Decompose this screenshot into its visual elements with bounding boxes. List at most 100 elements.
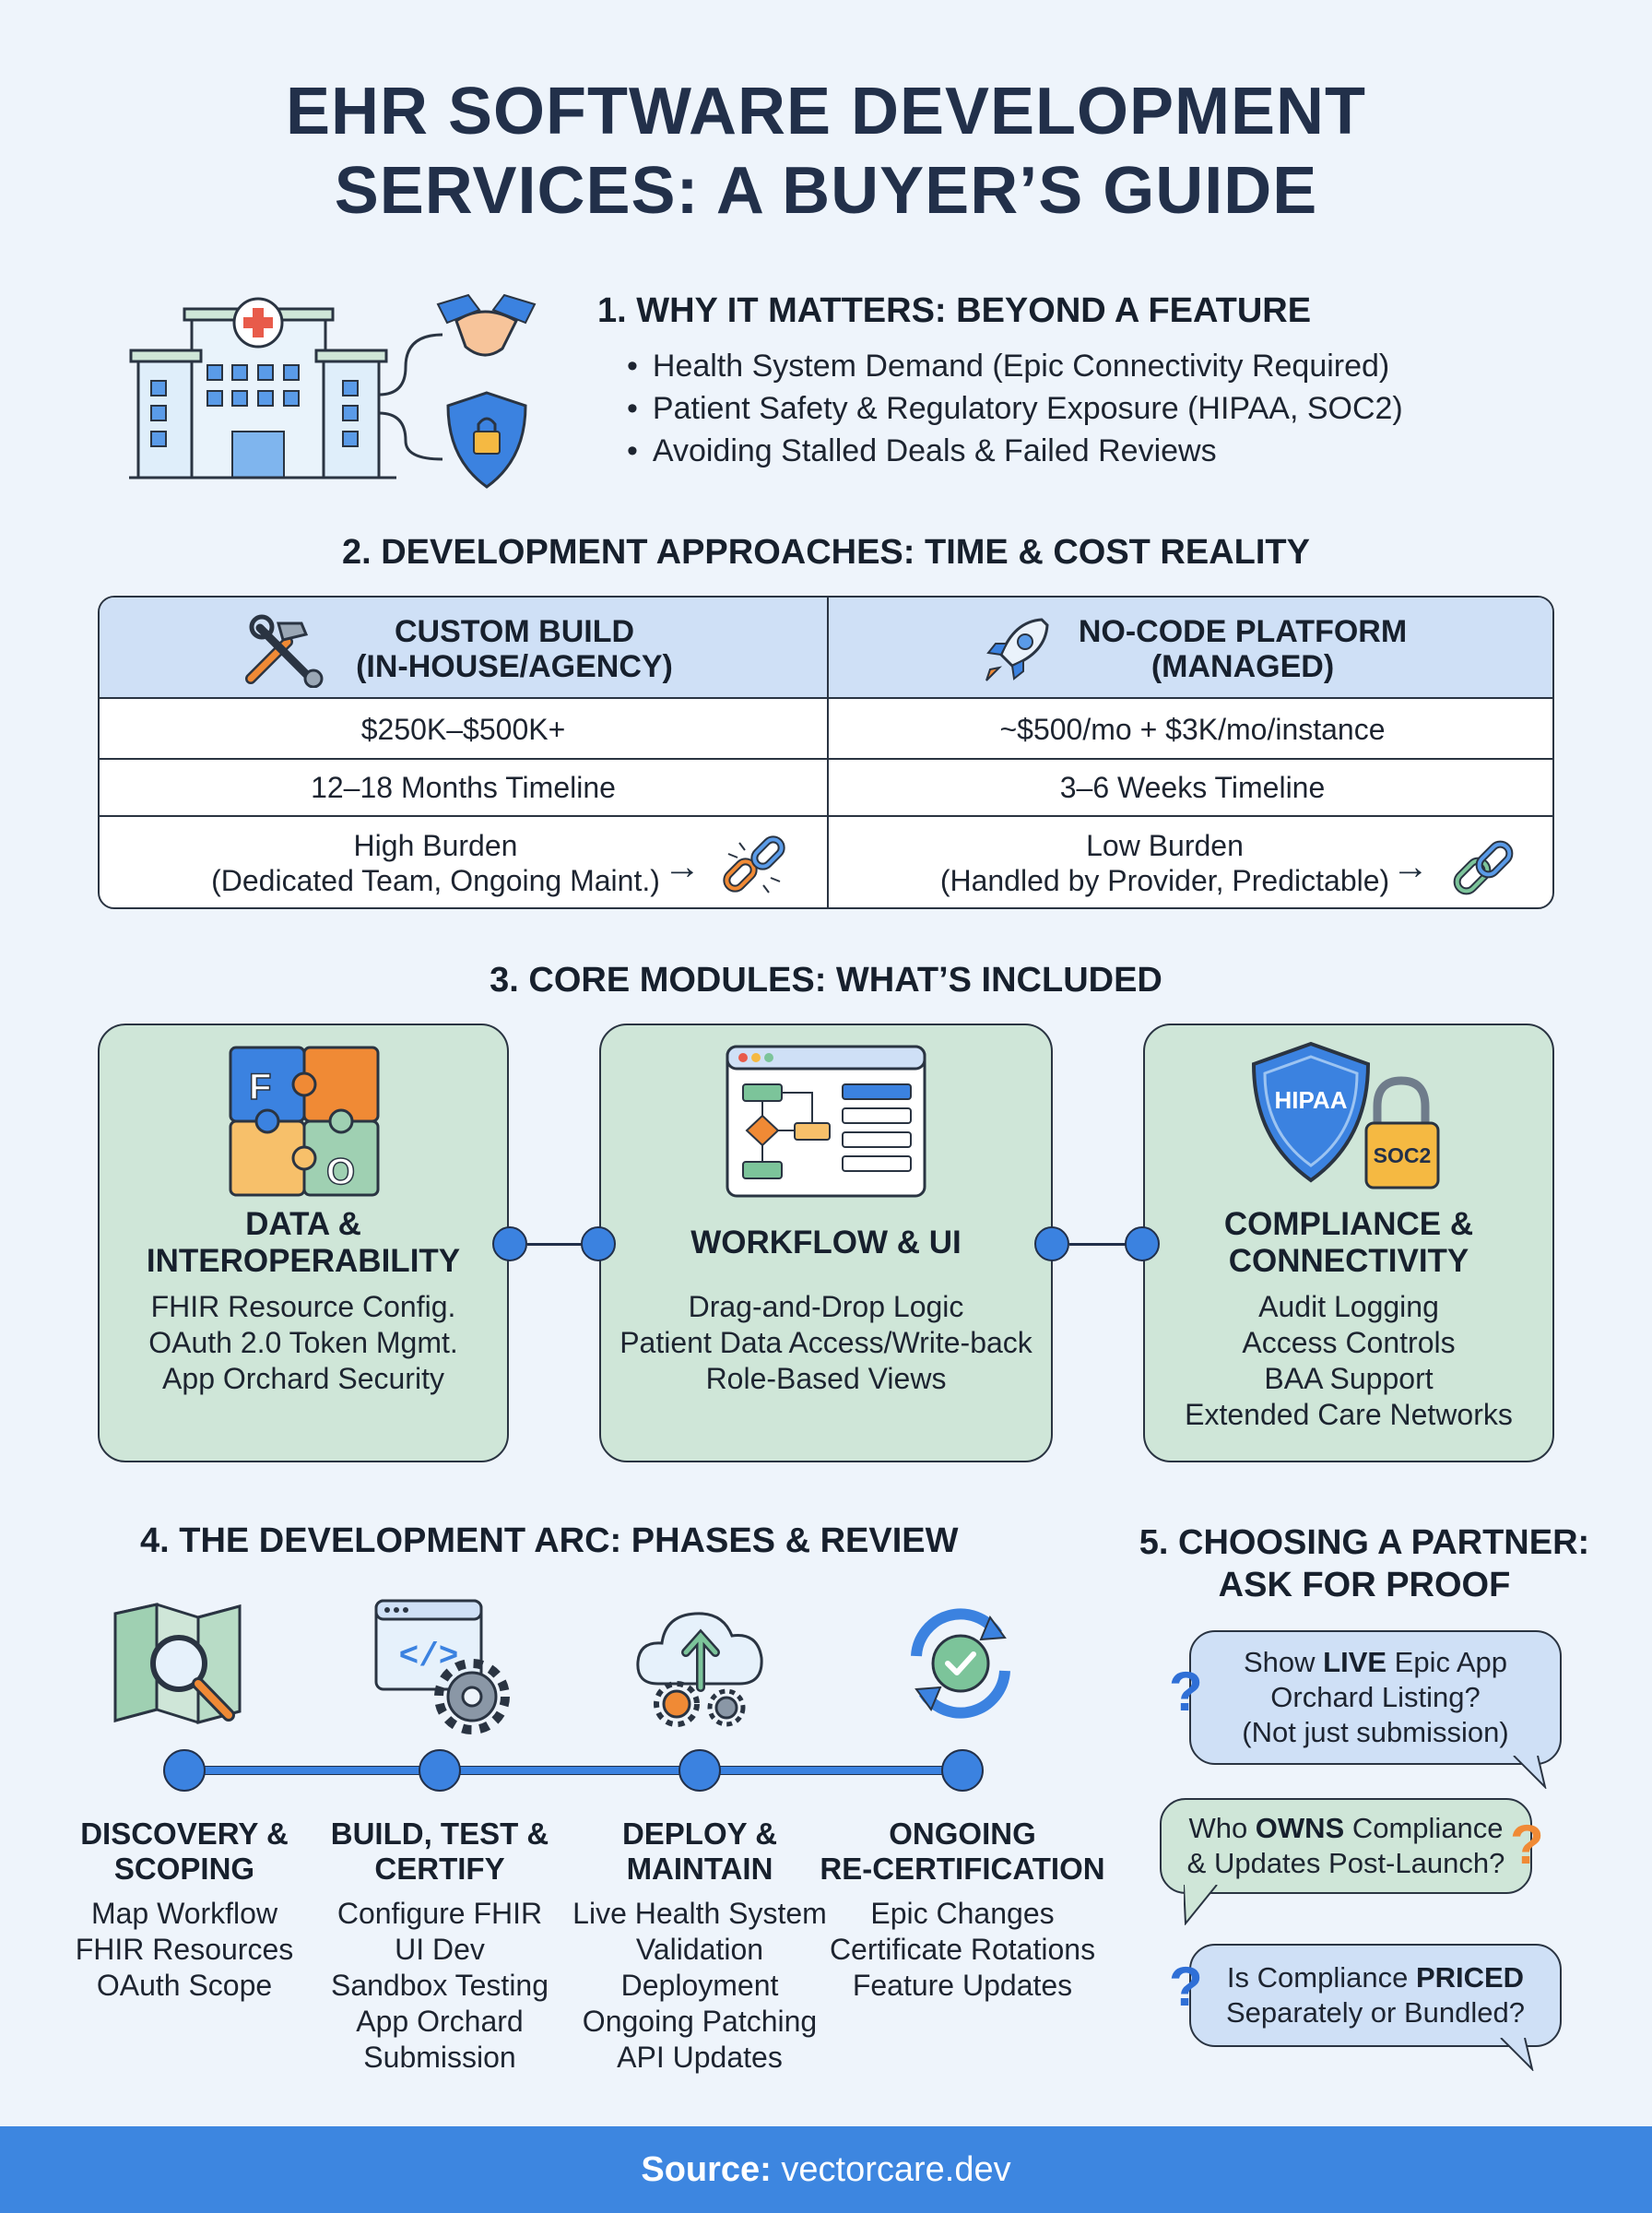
burden-line: (Handled by Provider, Predictable): [939, 864, 1390, 897]
list-item: Audit Logging: [1258, 1290, 1439, 1323]
list-item: OAuth 2.0 Token Mgmt.: [148, 1326, 458, 1359]
heading-line: ASK FOR PROOF: [1218, 1566, 1511, 1604]
chain-icon: [1453, 840, 1514, 895]
phase-title: DEPLOY & MAINTAIN: [566, 1817, 833, 1887]
module-title: COMPLIANCE & CONNECTIVITY: [1143, 1206, 1554, 1280]
list-item: Role-Based Views: [705, 1362, 947, 1395]
list-item: Drag-and-Drop Logic: [688, 1290, 964, 1323]
soc2-lock-icon: SOC2: [1364, 1076, 1440, 1189]
hipaa-label: HIPAA: [1275, 1086, 1348, 1114]
phase-title: BUILD, TEST & CERTIFY: [311, 1817, 569, 1887]
section1-list: Health System Demand (Epic Connectivity …: [627, 345, 1438, 472]
list-item: App Orchard: [356, 2005, 524, 2038]
phase-title: DISCOVERY & SCOPING: [55, 1817, 313, 1887]
title-line: COMPLIANCE &: [1223, 1206, 1474, 1242]
timeline-dot: [941, 1749, 984, 1792]
divider: [100, 815, 1552, 817]
timeline-dot: [678, 1749, 721, 1792]
section5-heading: 5. CHOOSING A PARTNER: ASK FOR PROOF: [1097, 1521, 1632, 1606]
phase-items: Configure FHIR UI Dev Sandbox Testing Ap…: [311, 1896, 569, 2076]
list-item: Feature Updates: [852, 1969, 1073, 2002]
broken-chain-icon: [723, 835, 785, 893]
list-item: BAA Support: [1264, 1362, 1434, 1395]
list-item: Certificate Rotations: [829, 1933, 1096, 1966]
title-line: DATA &: [245, 1206, 361, 1242]
question-mark-icon: ?: [1169, 1956, 1203, 2018]
module-title: DATA & INTEROPERABILITY: [98, 1206, 509, 1280]
burden-line: (Dedicated Team, Ongoing Maint.): [211, 864, 660, 897]
heading-line: 5. CHOOSING A PARTNER:: [1139, 1523, 1590, 1562]
bubble-line: Who OWNS Compliance: [1188, 1812, 1504, 1844]
phase-items: Live Health System Validation Deployment…: [566, 1896, 833, 2076]
no-code-header: NO-CODE PLATFORM (MANAGED): [1058, 614, 1427, 684]
section2-heading: 2. DEVELOPMENT APPROACHES: TIME & COST R…: [341, 533, 1310, 572]
module-items: Audit Logging Access Controls BAA Suppor…: [1143, 1289, 1554, 1433]
title-line: SCOPING: [113, 1852, 255, 1886]
bubble-tail: [1513, 1756, 1547, 1789]
burden-line: Low Burden: [1086, 829, 1244, 862]
divider: [100, 758, 1552, 760]
bubble-tail: [1184, 1885, 1218, 1925]
section1-heading: 1. WHY IT MATTERS: BEYOND A FEATURE: [597, 291, 1312, 330]
connector: [527, 1243, 597, 1246]
header-line: (IN-HOUSE/AGENCY): [356, 649, 673, 684]
arrow-icon: →: [1392, 846, 1429, 887]
source-link[interactable]: vectorcare.dev: [771, 2150, 1011, 2189]
refresh-check-icon: [911, 1608, 1010, 1719]
section4-heading: 4. THE DEVELOPMENT ARC: PHASES & REVIEW: [140, 1521, 959, 1560]
question-bubble: Who OWNS Compliance & Updates Post-Launc…: [1160, 1798, 1532, 1894]
code-symbol: </>: [399, 1638, 459, 1675]
title-line: DEPLOY &: [621, 1817, 778, 1851]
list-item: Map Workflow: [90, 1897, 278, 1930]
title-line: CONNECTIVITY: [1228, 1243, 1469, 1279]
custom-build-header: CUSTOM BUILD (IN-HOUSE/AGENCY): [312, 614, 717, 684]
connector: [1069, 1243, 1139, 1246]
bubble-line: Show LIVE Epic App: [1243, 1646, 1508, 1678]
title-line: DISCOVERY &: [80, 1817, 289, 1851]
page-title: EHR SOFTWARE DEVELOPMENT SERVICES: A BUY…: [0, 72, 1652, 231]
workflow-window-icon: [726, 1045, 926, 1198]
arrow-icon: →: [664, 846, 701, 887]
timeline-dot: [163, 1749, 206, 1792]
list-item: Patient Safety & Regulatory Exposure (HI…: [627, 387, 1438, 430]
header-line: (MANAGED): [1150, 649, 1335, 684]
phase-items: Epic Changes Certificate Rotations Featu…: [815, 1896, 1110, 2004]
connector-dot: [1125, 1226, 1160, 1261]
list-item: Submission: [363, 2041, 516, 2074]
burden-line: High Burden: [353, 829, 518, 862]
header-line: CUSTOM BUILD: [394, 614, 635, 649]
timeline-dot: [419, 1749, 461, 1792]
connector-dot: [581, 1226, 616, 1261]
source-label: Source:: [641, 2150, 772, 2189]
source-footer: Source: vectorcare.dev: [0, 2126, 1652, 2213]
bubble-line: & Updates Post-Launch?: [1186, 1847, 1505, 1879]
code-gear-icon: </>: [374, 1599, 510, 1734]
bubble-line: Is Compliance PRICED: [1226, 1961, 1525, 1994]
map-search-icon: [113, 1603, 242, 1724]
soc2-label: SOC2: [1374, 1143, 1432, 1167]
list-item: Health System Demand (Epic Connectivity …: [627, 345, 1438, 387]
list-item: UI Dev: [395, 1933, 485, 1966]
list-item: Patient Data Access/Write-back: [620, 1326, 1032, 1359]
header-line: NO-CODE PLATFORM: [1078, 614, 1408, 649]
phase-items: Map Workflow FHIR Resources OAuth Scope: [55, 1896, 313, 2004]
no-code-cost: ~$500/mo + $3K/mo/instance: [999, 713, 1386, 746]
tools-icon: [245, 614, 324, 688]
no-code-timeline: 3–6 Weeks Timeline: [1059, 771, 1326, 804]
list-item: FHIR Resources: [75, 1933, 294, 1966]
title-line-2: SERVICES: A BUYER’S GUIDE: [334, 154, 1318, 228]
list-item: Epic Changes: [870, 1897, 1055, 1930]
puzzle-letter-o: O: [326, 1152, 355, 1192]
list-item: Ongoing Patching: [582, 2005, 818, 2038]
title-line: CERTIFY: [374, 1852, 505, 1886]
list-item: Extended Care Networks: [1185, 1398, 1513, 1431]
bubble-tail: [1500, 2038, 1534, 2071]
list-item: FHIR Resource Config.: [150, 1290, 456, 1323]
custom-timeline: 12–18 Months Timeline: [311, 771, 616, 804]
list-item: Sandbox Testing: [330, 1969, 549, 2002]
custom-burden: High Burden (Dedicated Team, Ongoing Mai…: [100, 828, 799, 898]
title-line: INTEROPERABILITY: [146, 1243, 461, 1279]
list-item: App Orchard Security: [162, 1362, 444, 1395]
list-item: Live Health System: [572, 1897, 827, 1930]
question-bubble: Show LIVE Epic App Orchard Listing? (Not…: [1189, 1630, 1562, 1765]
